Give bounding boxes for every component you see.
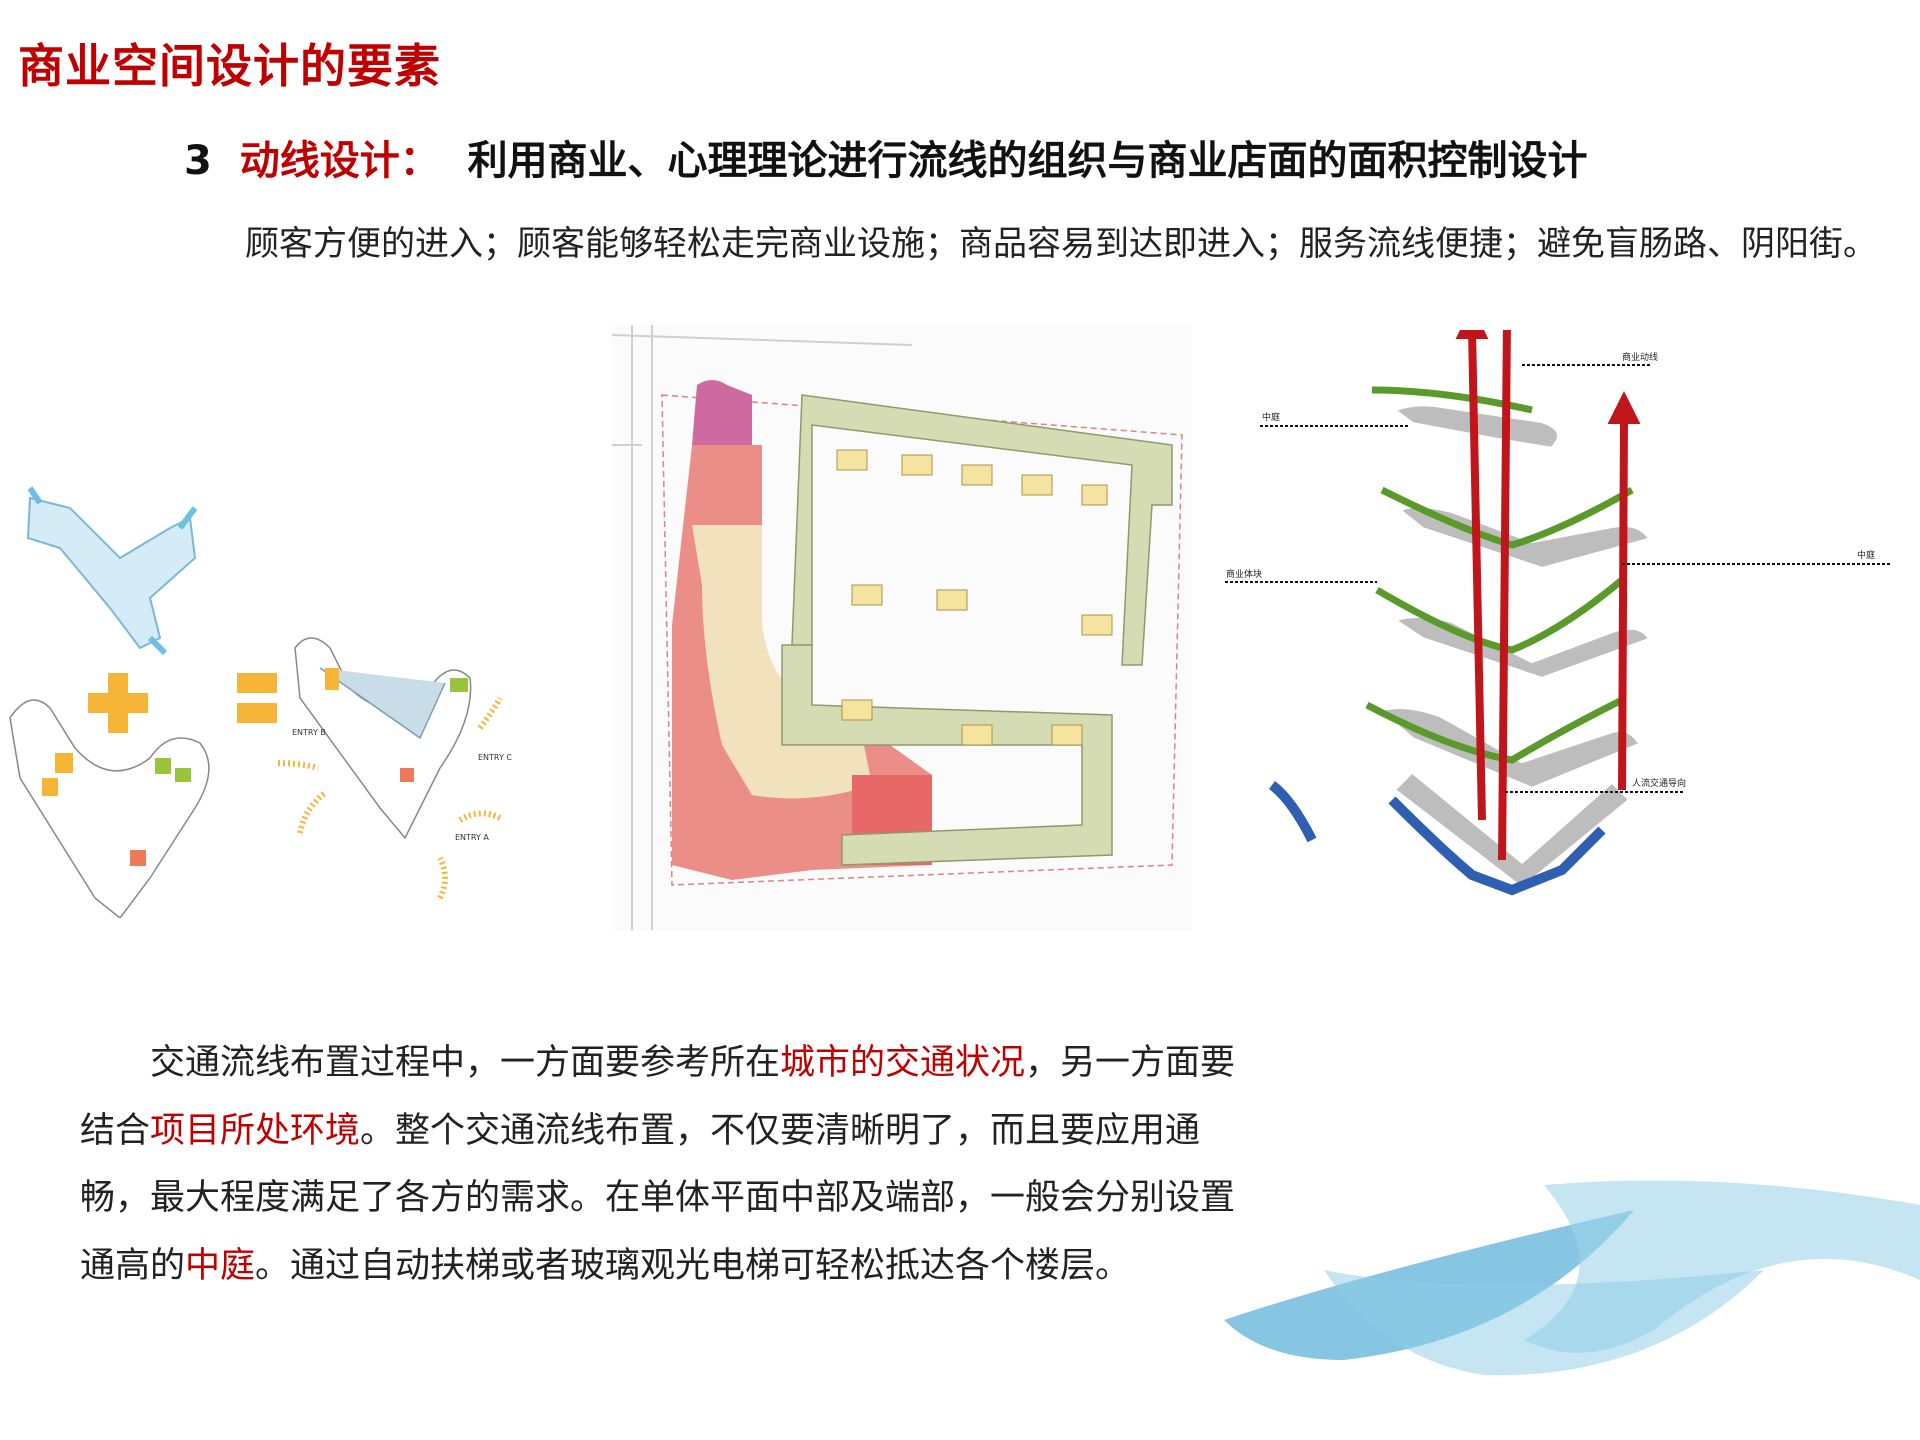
highlight-atrium: 中庭 xyxy=(185,1245,256,1286)
section-heading: 3 动线设计： 利用商业、心理理论进行流线的组织与商业店面的面积控制设计 xyxy=(184,128,1588,186)
leader-lines xyxy=(1225,364,1892,793)
entry-a-label: ENTRY A xyxy=(455,833,489,842)
label-pedestrian-flow: 人流交通导向 xyxy=(1632,777,1686,789)
highlight-city-traffic: 城市的交通状况 xyxy=(780,1043,1026,1083)
entry-b-label: ENTRY B xyxy=(292,728,326,737)
equals-icon xyxy=(237,673,277,723)
body-text-3: 。整个交通流线布置，不仅要清晰明了，而且要应用通畅，最大程度满足了各方的需求。在… xyxy=(80,1110,1236,1286)
combined-massing-form xyxy=(294,637,472,840)
body-paragraph: 交通流线布置过程中，一方面要参考所在城市的交通状况，另一方面要结合项目所处环境。… xyxy=(80,1030,1240,1300)
label-retail-block: 商业体块 xyxy=(1226,568,1262,580)
vertical-circulation-diagram: 商业动线 中庭 中庭 商业体块 人流交通导向 xyxy=(1225,330,1892,896)
section-text: 利用商业、心理理论进行流线的组织与商业店面的面积控制设计 xyxy=(467,138,1588,184)
circulation-green xyxy=(1365,386,1634,764)
intro-paragraph: 顾客方便的进入；顾客能够轻松走完商业设施；商品容易到达即进入；服务流线便捷；避免… xyxy=(245,224,1877,264)
massing-combination-diagram: ENTRY B ENTRY C ENTRY A xyxy=(9,486,512,918)
decorative-blue-swoosh xyxy=(1224,1180,1920,1376)
body-text-2: ，另一方面要结合 xyxy=(80,1043,1236,1151)
section-number: 3 xyxy=(184,138,212,184)
section-topic: 动线设计： xyxy=(239,138,440,184)
base-massing-form xyxy=(9,699,210,918)
slide-title: 商业空间设计的要素 xyxy=(18,39,441,93)
plus-icon xyxy=(88,673,148,733)
pedestrian-flow-blue xyxy=(1268,781,1606,896)
vertical-arrows xyxy=(1455,330,1641,861)
body-text-1: 交通流线布置过程中，一方面要参考所在 xyxy=(150,1043,781,1083)
body-text-4: 。通过自动扶梯或者玻璃观光电梯可轻松抵达各个楼层。 xyxy=(255,1245,1131,1286)
entry-c-label: ENTRY C xyxy=(478,753,512,762)
label-circulation: 商业动线 xyxy=(1622,351,1658,363)
site-plan xyxy=(612,325,1192,930)
highlight-project-environment: 项目所处环境 xyxy=(150,1110,361,1151)
label-atrium-left: 中庭 xyxy=(1262,411,1280,423)
label-atrium-right: 中庭 xyxy=(1857,549,1875,561)
entry-arrows xyxy=(277,696,503,900)
top-massing-form xyxy=(26,486,198,656)
